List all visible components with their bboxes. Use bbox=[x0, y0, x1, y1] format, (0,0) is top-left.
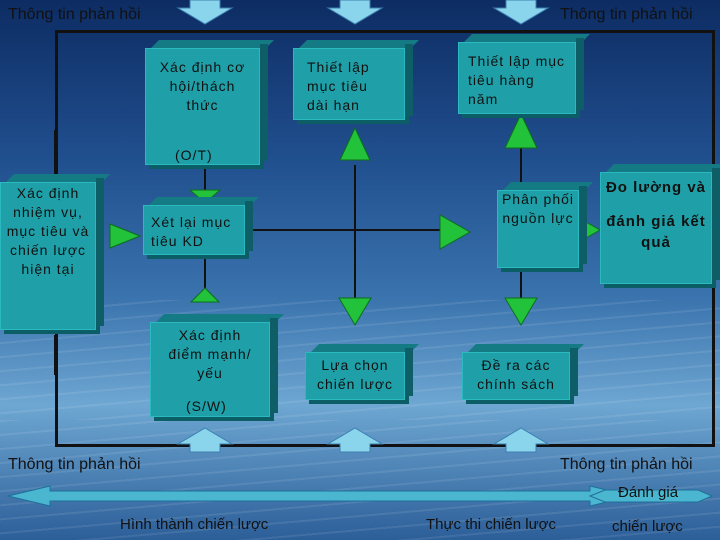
phase-bar-formulation bbox=[7, 485, 633, 507]
feedback-label-top-left: Thông tin phản hồi bbox=[8, 6, 141, 23]
box-strengths-sub: (S/W) bbox=[186, 398, 227, 414]
feedback-arrow-down bbox=[492, 0, 550, 25]
arrow-review-to-allocate bbox=[439, 214, 472, 250]
box-measure-line1: Đo lường và bbox=[605, 179, 707, 196]
phase-evaluation-label-1: Đánh giá bbox=[618, 484, 679, 501]
feedback-arrow-up bbox=[176, 427, 234, 453]
arrow-mission-to-review bbox=[109, 223, 142, 249]
feedback-label-top-right: Thông tin phản hồi bbox=[560, 6, 693, 23]
arrow-longterm-down bbox=[338, 297, 372, 326]
feedback-arrow-up bbox=[492, 427, 550, 453]
feedback-label-bottom-right: Thông tin phản hồi bbox=[560, 456, 693, 473]
arrow-allocate-to-measure bbox=[585, 221, 602, 239]
box-measure-evaluate: Đo lường và đánh giá kết quả bbox=[600, 168, 720, 284]
box-annual-objectives: Thiết lập mục tiêu hàng năm bbox=[458, 38, 584, 114]
box-opportunities-sub: (O/T) bbox=[175, 147, 213, 163]
box-choose-strategies: Lựa chọn chiến lược bbox=[305, 348, 413, 400]
feedback-arrow-down bbox=[326, 0, 384, 25]
arrow-annual-up bbox=[504, 112, 538, 149]
box-review-business-objectives: Xét lại mục tiêu KD bbox=[143, 201, 253, 255]
box-opportunities-threats: Xác định cơ hội/thách thức (O/T) bbox=[145, 44, 268, 165]
box-strengths-text: Xác định điểm mạnh/ yếu bbox=[168, 327, 252, 381]
box-long-term-objectives: Thiết lập mục tiêu dài hạn bbox=[293, 44, 413, 120]
phase-formulation-label: Hình thành chiến lược bbox=[120, 516, 269, 533]
phase-bar-evaluation bbox=[588, 489, 714, 503]
phase-evaluation-label-2: chiến lược bbox=[612, 518, 683, 535]
arrow-longterm-up bbox=[339, 126, 371, 161]
box-strengths-weaknesses: Xác định điểm mạnh/ yếu (S/W) bbox=[150, 318, 278, 417]
box-opportunities-text: Xác định cơ hội/thách thức bbox=[159, 59, 246, 113]
arrow-strengths-to-review bbox=[189, 287, 221, 303]
box-allocate-resources: Phân phối nguồn lực bbox=[497, 186, 587, 268]
feedback-label-bottom-left: Thông tin phản hồi bbox=[8, 456, 141, 473]
box-establish-policies: Đề ra các chính sách bbox=[462, 348, 578, 400]
box-mission-current-strategy: Xác định nhiệm vụ, mục tiêu và chiến lượ… bbox=[0, 178, 104, 330]
feedback-arrow-up bbox=[326, 427, 384, 453]
phase-implementation-label: Thực thi chiến lược bbox=[426, 516, 556, 533]
feedback-arrow-down bbox=[176, 0, 234, 25]
box-measure-line2: đánh giá kết quả bbox=[606, 213, 706, 251]
arrow-annual-down bbox=[504, 297, 538, 326]
